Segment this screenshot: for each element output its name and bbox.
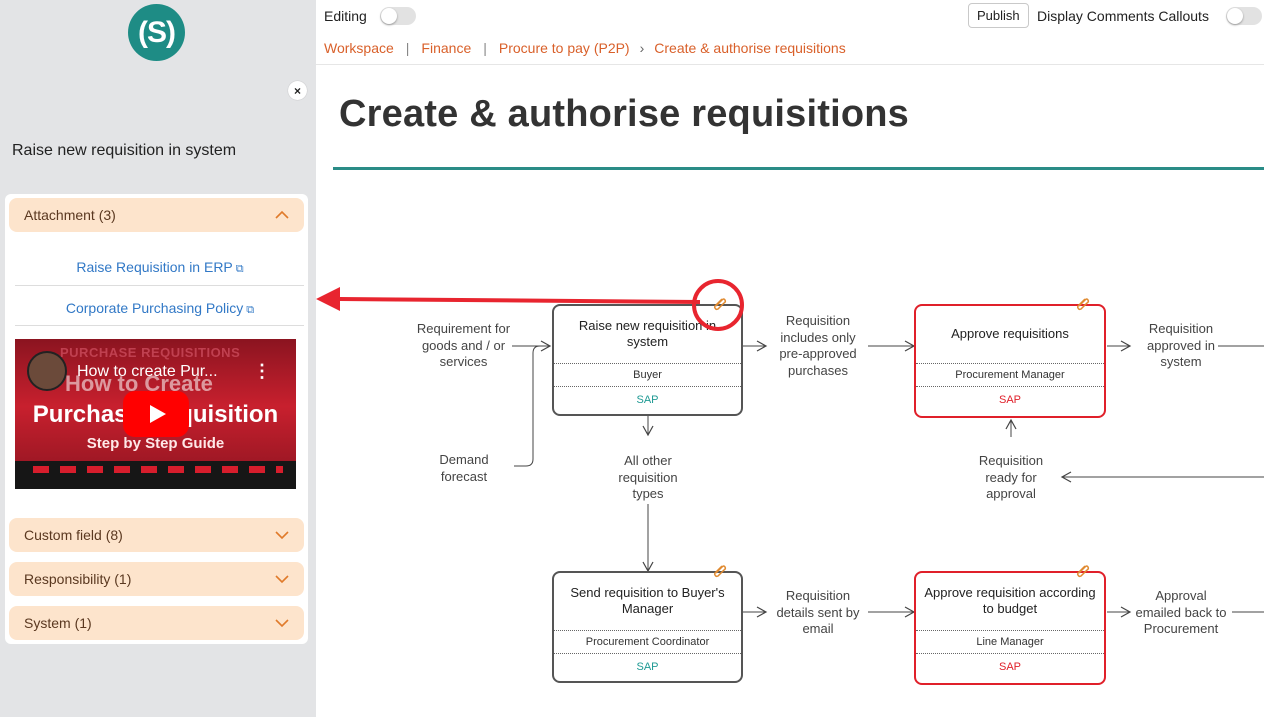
top-toolbar: Editing Publish Display Comments Callout… bbox=[316, 0, 1264, 32]
chevron-down-icon bbox=[275, 575, 289, 584]
process-step-approve-requisitions[interactable]: Approve requisitions Procurement Manager… bbox=[914, 304, 1106, 418]
process-diagram: Requirement for goods and / or services … bbox=[316, 180, 1264, 717]
chevron-up-icon bbox=[275, 210, 289, 219]
accordion-custom-field[interactable]: Custom field (8) bbox=[9, 518, 304, 552]
app-logo: (S) bbox=[128, 4, 185, 61]
breadcrumb-separator: | bbox=[405, 40, 410, 56]
close-sidebar-button[interactable]: × bbox=[288, 81, 307, 100]
attachment-link[interactable]: Corporate Purchasing Policy⧉ bbox=[15, 300, 305, 317]
video-thumbnail[interactable]: PURCHASE REQUISITIONS How to Create Purc… bbox=[15, 339, 296, 489]
step-title: Send requisition to Buyer's Manager bbox=[570, 585, 725, 616]
breadcrumb: Workspace | Finance | Procure to pay (P2… bbox=[324, 40, 846, 56]
output-details-sent: Requisition details sent by email bbox=[776, 588, 860, 636]
video-title: How to create Pur... bbox=[77, 363, 218, 380]
attachment-link[interactable]: Raise Requisition in ERP⧉ bbox=[15, 259, 305, 276]
step-system: SAP bbox=[998, 661, 1021, 673]
output-preapproved: Requisition includes only pre-approved p… bbox=[779, 313, 857, 378]
process-step-raise-requisition[interactable]: Raise new requisition in system Buyer SA… bbox=[552, 304, 743, 416]
input-ready-for-approval: Requisition ready for approval bbox=[978, 453, 1044, 501]
output-approval-emailed: Approval emailed back to Procurement bbox=[1135, 588, 1227, 636]
publish-button[interactable]: Publish bbox=[968, 3, 1029, 28]
input-demand-forecast: Demand forecast bbox=[439, 452, 489, 484]
channel-avatar bbox=[27, 351, 67, 391]
accordion-label: Attachment (3) bbox=[24, 207, 116, 223]
input-requirement: Requirement for goods and / or services bbox=[416, 321, 511, 369]
more-options-icon[interactable]: ⋮ bbox=[253, 361, 271, 381]
accordion-label: Responsibility (1) bbox=[24, 571, 132, 587]
process-step-approve-budget[interactable]: Approve requisition according to budget … bbox=[914, 571, 1106, 685]
step-system: SAP bbox=[998, 394, 1021, 406]
breadcrumb-divider bbox=[316, 64, 1264, 65]
step-role: Procurement Coordinator bbox=[554, 630, 741, 654]
toggle-knob bbox=[381, 8, 397, 24]
paperclip-icon[interactable] bbox=[1075, 295, 1091, 311]
accordion-label: System (1) bbox=[24, 615, 92, 631]
output-other-types: All other requisition types bbox=[618, 453, 678, 501]
sidebar-panel: Attachment (3) Raise Requisition in ERP⧉… bbox=[5, 194, 308, 644]
breadcrumb-current[interactable]: Create & authorise requisitions bbox=[654, 40, 846, 56]
accordion-attachment[interactable]: Attachment (3) bbox=[9, 198, 304, 232]
video-decoration bbox=[33, 466, 283, 473]
attachment-link-label: Raise Requisition in ERP bbox=[76, 259, 233, 275]
chevron-down-icon bbox=[275, 531, 289, 540]
breadcrumb-workspace[interactable]: Workspace bbox=[324, 40, 394, 56]
paperclip-icon[interactable] bbox=[712, 295, 728, 311]
step-role: Buyer bbox=[554, 363, 741, 387]
play-button-icon[interactable] bbox=[123, 391, 189, 437]
title-underline bbox=[333, 167, 1264, 170]
video-channel-text: PURCHASE REQUISITIONS bbox=[60, 345, 241, 360]
breadcrumb-separator: | bbox=[483, 40, 487, 56]
divider bbox=[15, 285, 304, 286]
accordion-responsibility[interactable]: Responsibility (1) bbox=[9, 562, 304, 596]
diagram-connectors bbox=[512, 340, 1264, 618]
paperclip-icon[interactable] bbox=[1075, 562, 1091, 578]
external-link-icon: ⧉ bbox=[235, 263, 244, 275]
breadcrumb-finance[interactable]: Finance bbox=[421, 40, 472, 56]
step-system: SAP bbox=[636, 661, 659, 673]
breadcrumb-p2p[interactable]: Procure to pay (P2P) bbox=[498, 40, 630, 56]
callouts-toggle[interactable] bbox=[1226, 7, 1262, 25]
step-title: Raise new requisition in system bbox=[578, 318, 717, 349]
chevron-right-icon: › bbox=[639, 40, 645, 56]
page-title: Create & authorise requisitions bbox=[339, 93, 910, 135]
divider bbox=[15, 325, 304, 326]
editing-label: Editing bbox=[324, 8, 367, 24]
external-link-icon: ⧉ bbox=[246, 304, 255, 316]
step-system: SAP bbox=[636, 394, 659, 406]
attachment-sidebar: (S) × Raise new requisition in system At… bbox=[0, 0, 316, 717]
video-footer-strip bbox=[15, 461, 296, 489]
callouts-label: Display Comments Callouts bbox=[1037, 8, 1209, 24]
output-approved: Requisition approved in system bbox=[1147, 321, 1215, 369]
paperclip-icon[interactable] bbox=[712, 562, 728, 578]
chevron-down-icon bbox=[275, 619, 289, 628]
step-role: Procurement Manager bbox=[916, 363, 1104, 387]
step-title: Approve requisitions bbox=[951, 326, 1069, 341]
toggle-knob bbox=[1227, 8, 1243, 24]
step-role: Line Manager bbox=[916, 630, 1104, 654]
process-step-send-requisition[interactable]: Send requisition to Buyer's Manager Proc… bbox=[552, 571, 743, 683]
attachment-link-label: Corporate Purchasing Policy bbox=[65, 300, 244, 316]
step-title: Approve requisition according to budget bbox=[924, 585, 1096, 616]
accordion-system[interactable]: System (1) bbox=[9, 606, 304, 640]
editing-toggle[interactable] bbox=[380, 7, 416, 25]
video-guide-text: Step by Step Guide bbox=[86, 435, 225, 452]
sidebar-title: Raise new requisition in system bbox=[12, 142, 237, 159]
accordion-label: Custom field (8) bbox=[24, 527, 123, 543]
